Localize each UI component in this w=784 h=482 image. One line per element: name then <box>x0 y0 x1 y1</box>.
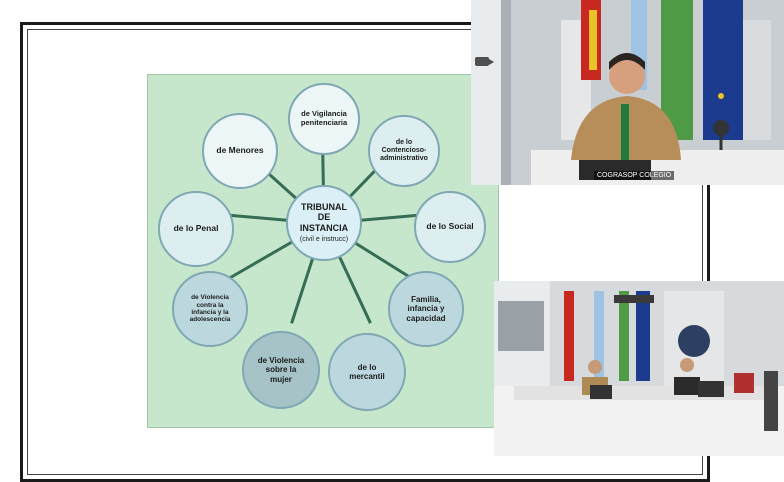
video-caption: COGRASOP COLEGIO <box>594 171 675 180</box>
camera-icon[interactable] <box>475 57 494 66</box>
video-feed-speaker[interactable]: COGRASOP COLEGIO <box>471 0 784 185</box>
center-node-tribunal: TRIBUNAL DE INSTANCIA (civil e instrucc) <box>286 185 362 261</box>
node-social: de lo Social <box>414 191 486 263</box>
node-penal: de lo Penal <box>158 191 234 267</box>
conference-room-scene <box>494 281 784 456</box>
court-structure-diagram: TRIBUNAL DE INSTANCIA (civil e instrucc)… <box>147 74 499 428</box>
node-menores: de Menores <box>202 113 278 189</box>
speaker-scene <box>471 0 784 185</box>
video-feed-room[interactable] <box>494 281 784 456</box>
